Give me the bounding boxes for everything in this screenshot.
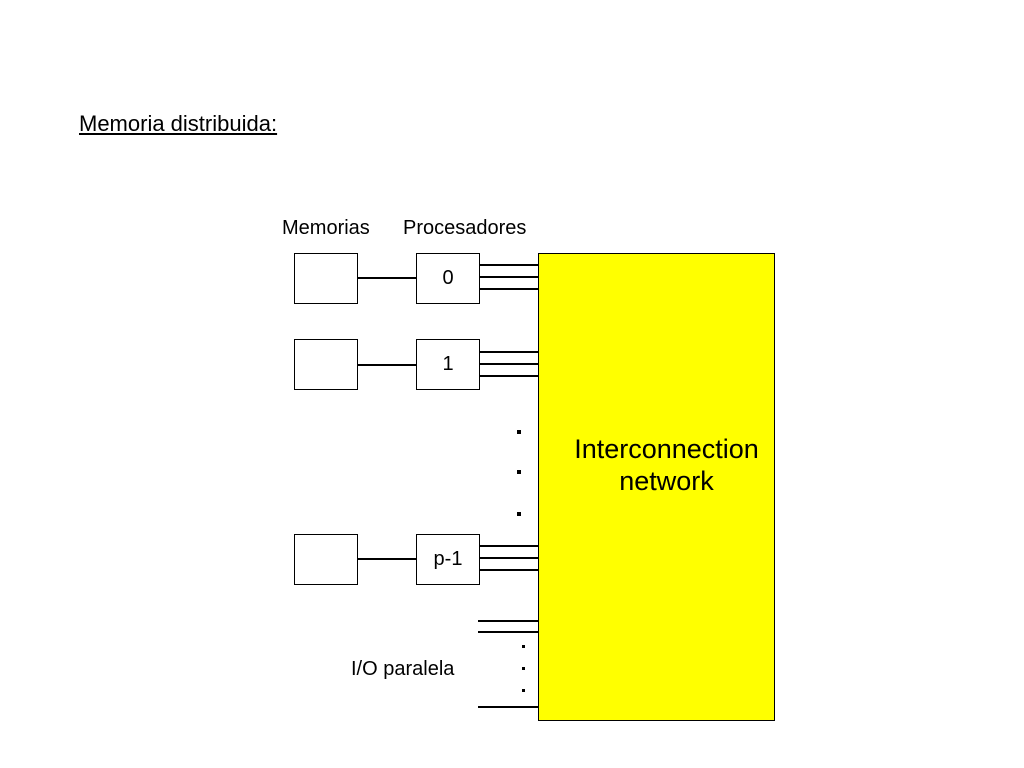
network-link-0c bbox=[480, 288, 538, 290]
network-link-p1b bbox=[480, 557, 538, 559]
processor-box-0: 0 bbox=[416, 253, 480, 304]
ellipsis-dot bbox=[517, 470, 521, 474]
io-line-bottom bbox=[478, 706, 538, 708]
io-ellipsis-dot bbox=[522, 645, 525, 648]
network-link-p1a bbox=[480, 545, 538, 547]
processor-label-1: 1 bbox=[442, 353, 454, 375]
memory-link-0 bbox=[358, 277, 416, 279]
ellipsis-dot bbox=[517, 512, 521, 516]
memories-label: Memorias bbox=[282, 217, 370, 239]
processor-label-0: 0 bbox=[442, 267, 454, 289]
memory-box-1 bbox=[294, 339, 358, 390]
network-link-0a bbox=[480, 264, 538, 266]
network-link-1b bbox=[480, 363, 538, 365]
memory-box-p-1 bbox=[294, 534, 358, 585]
network-label-line1: Interconnection bbox=[574, 434, 759, 464]
processor-box-p-1: p-1 bbox=[416, 534, 480, 585]
io-line-top-a bbox=[478, 620, 538, 622]
processors-label: Procesadores bbox=[403, 217, 527, 239]
io-ellipsis-dot bbox=[522, 689, 525, 692]
slide-title: Memoria distribuida: bbox=[79, 111, 278, 136]
network-link-0b bbox=[480, 276, 538, 278]
io-line-top-b bbox=[478, 631, 538, 633]
network-label: Interconnection network bbox=[574, 433, 759, 497]
network-label-line2: network bbox=[619, 466, 714, 496]
ellipsis-dot bbox=[517, 430, 521, 434]
network-link-1a bbox=[480, 351, 538, 353]
memory-link-p-1 bbox=[358, 558, 416, 560]
memory-link-1 bbox=[358, 364, 416, 366]
io-ellipsis-dot bbox=[522, 667, 525, 670]
network-link-1c bbox=[480, 375, 538, 377]
processor-box-1: 1 bbox=[416, 339, 480, 390]
memory-box-0 bbox=[294, 253, 358, 304]
io-label: I/O paralela bbox=[351, 658, 455, 680]
network-link-p1c bbox=[480, 569, 538, 571]
processor-label-p-1: p-1 bbox=[433, 548, 463, 570]
interconnection-network-box: Interconnection network bbox=[538, 253, 775, 721]
